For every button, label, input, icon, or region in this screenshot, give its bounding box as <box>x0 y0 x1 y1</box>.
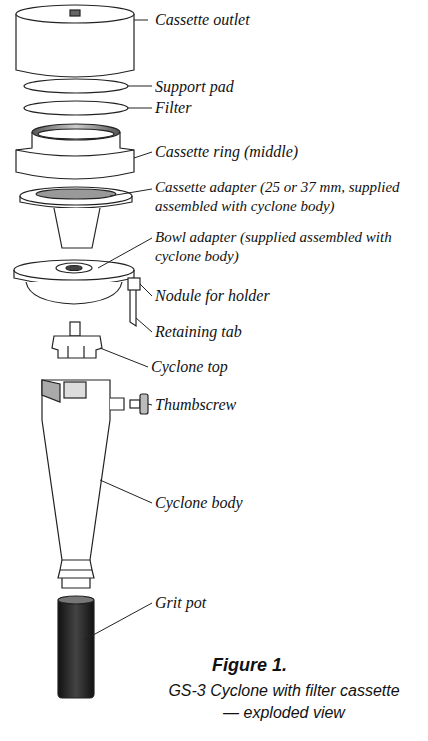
part-label: Cassette adapter (25 or 37 mm, supplied … <box>153 178 425 216</box>
part-label: Grit pot <box>153 593 208 612</box>
part-label: Nodule for holder <box>153 286 272 305</box>
figure-caption: GS-3 Cyclone with filter cassette — expl… <box>160 680 408 724</box>
part-label: Retaining tab <box>153 322 244 341</box>
part-label: Filter <box>153 98 193 117</box>
part-label: Cassette outlet <box>153 10 252 29</box>
part-label: Cyclone body <box>153 493 245 512</box>
figure-number: Figure 1. <box>212 655 287 676</box>
part-label: Bowl adapter (supplied assembled with cy… <box>153 228 425 266</box>
part-label: Cyclone top <box>149 357 230 376</box>
part-label: Cassette ring (middle) <box>153 142 300 161</box>
part-label: Thumbscrew <box>153 395 238 414</box>
part-label: Support pad <box>153 77 236 96</box>
